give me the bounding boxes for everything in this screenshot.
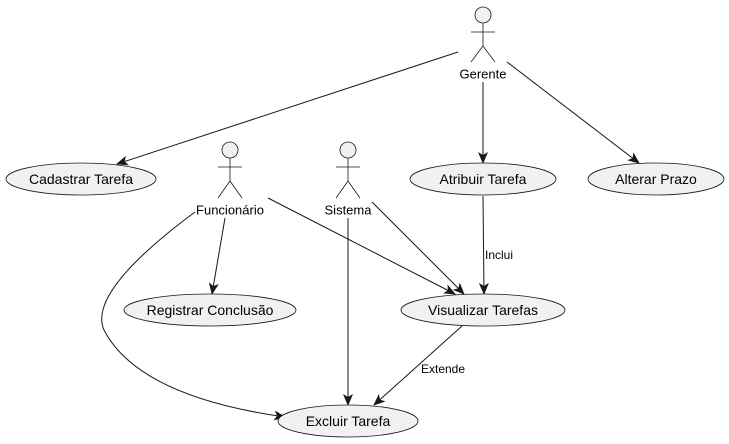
use-case-registrar-conclusao[interactable]: Registrar Conclusão <box>123 293 297 327</box>
actor-sistema[interactable]: Sistema <box>325 141 373 218</box>
actor-gerente[interactable]: Gerente <box>460 6 507 82</box>
actor-head-icon <box>339 141 357 159</box>
use-case-alterar-prazo[interactable]: Alterar Prazo <box>587 162 725 196</box>
actor-head-icon <box>221 141 239 159</box>
use-case-cadastrar-tarefa[interactable]: Cadastrar Tarefa <box>5 162 157 196</box>
use-case-cadastrar-label: Cadastrar Tarefa <box>29 171 133 187</box>
actor-funcionario[interactable]: Funcionário <box>196 141 264 218</box>
use-case-visualizar-tarefas[interactable]: Visualizar Tarefas <box>400 293 566 327</box>
edge-funcionario-excluir <box>101 211 286 421</box>
actor-sistema-label: Sistema <box>325 203 373 218</box>
use-case-excluir-tarefa[interactable]: Excluir Tarefa <box>277 404 419 438</box>
edge-gerente-alterar <box>506 61 640 164</box>
use-case-registrar-label: Registrar Conclusão <box>147 302 274 318</box>
use-case-alterar-label: Alterar Prazo <box>615 171 697 187</box>
edge-visualizar-excluir <box>373 325 463 406</box>
actor-head-icon <box>474 6 492 24</box>
label-inclui: Inclui <box>485 248 513 262</box>
edge-funcionario-visualizar <box>267 197 456 295</box>
edges <box>101 51 640 421</box>
edge-gerente-cadastrar <box>116 51 459 166</box>
edge-atribuir-visualizar <box>478 195 489 295</box>
use-case-atribuir-tarefa[interactable]: Atribuir Tarefa <box>409 162 557 196</box>
label-extende: Extende <box>421 362 465 376</box>
actor-gerente-label: Gerente <box>460 67 507 82</box>
use-case-visualizar-label: Visualizar Tarefas <box>428 302 538 318</box>
use-case-atribuir-label: Atribuir Tarefa <box>440 171 527 187</box>
edge-sistema-visualizar <box>371 201 465 295</box>
edge-funcionario-registrar <box>208 217 226 295</box>
actor-funcionario-label: Funcionário <box>196 203 264 218</box>
use-case-excluir-label: Excluir Tarefa <box>306 413 391 429</box>
